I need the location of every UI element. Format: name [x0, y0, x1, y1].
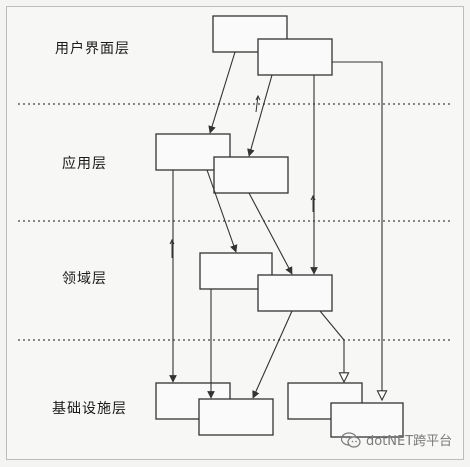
arrow-domain2-to-infra3 [319, 310, 344, 382]
infra-box-2 [198, 398, 274, 436]
infra-box-4 [330, 402, 404, 438]
layer-label-infrastructure: 基础设施层 [52, 401, 127, 417]
uptick-ui-app-head [255, 94, 261, 101]
app-box-2 [213, 156, 289, 194]
uptick-domain-infra-head [169, 238, 175, 245]
ui-box-2 [257, 38, 333, 76]
uptick-ui-app [255, 95, 259, 113]
arrow-ui2-to-infra4 [332, 61, 382, 400]
layer-label-domain: 领域层 [62, 271, 107, 287]
watermark-text: dotNET跨平台 [366, 434, 453, 449]
diagram-frame [6, 6, 464, 460]
arrow-ui2-to-app2 [247, 74, 273, 157]
arrow-ui1-to-app1 [208, 51, 236, 134]
wechat-icon [340, 431, 361, 448]
arrow-app2-to-domain2 [248, 192, 293, 275]
domain-box-2 [257, 274, 333, 312]
layer-label-ui: 用户界面层 [55, 41, 130, 57]
arrow-app1-to-domain1 [206, 169, 238, 253]
uptick-app-domain-head [310, 194, 316, 201]
watermark: dotNET跨平台 [340, 430, 452, 449]
layer-label-application: 应用层 [62, 156, 107, 172]
arrow-domain2-to-infra2 [252, 310, 293, 399]
